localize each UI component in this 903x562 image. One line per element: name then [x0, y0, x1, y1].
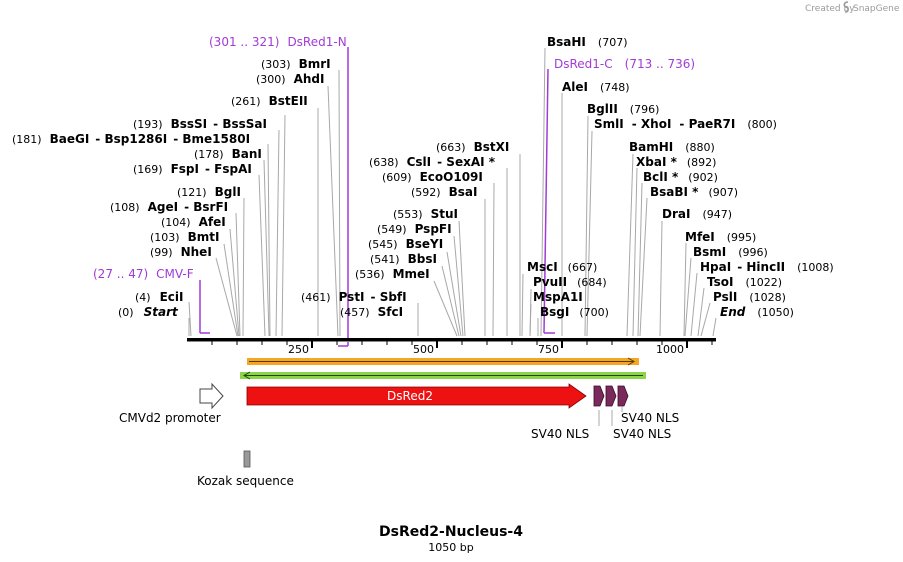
site-label: (553)StuI [393, 207, 458, 221]
primer-label: DsRed1-C(713 .. 736) [554, 57, 695, 71]
site-label: BglII(796) [587, 102, 659, 116]
ruler-label: 500 [413, 343, 434, 356]
orf-orange-arrow [247, 357, 639, 366]
site-label: BsaBI *(907) [650, 185, 738, 199]
site-label: (541)BbsI [370, 252, 437, 266]
site-label: (638)CslI- SexAI * [369, 155, 496, 169]
primer-label: (301 .. 321)DsRed1-N [209, 35, 347, 49]
sv40-nls-arrow [617, 385, 629, 407]
feature-label: CMVd2 promoter [119, 411, 221, 425]
primer-label: (27 .. 47)CMV-F [93, 267, 194, 281]
site-label: (103)BmtI [150, 230, 219, 244]
site-label: (108)AgeI- BsrFI [110, 200, 228, 214]
site-label: PslI(1028) [713, 290, 786, 304]
orf-green-arrow [240, 371, 646, 380]
site-label: BsmI(996) [693, 245, 768, 259]
site-label: DraI(947) [662, 207, 732, 221]
sequence-length: 1050 bp [428, 541, 473, 554]
site-label: (0)Start [118, 305, 179, 319]
primer-marks [199, 47, 555, 347]
site-label: (536)MmeI [355, 267, 430, 281]
site-label: (99)NheI [150, 245, 212, 259]
site-label: MspA1I [533, 290, 583, 304]
dsred2-label: DsRed2 [387, 389, 433, 403]
site-label: (169)FspI- FspAI [133, 162, 252, 176]
site-label: (609)EcoO109I [382, 170, 483, 184]
site-label: TsoI(1022) [707, 275, 782, 289]
feature-label: SV40 NLS [531, 427, 589, 441]
site-label: AleI(748) [562, 80, 630, 94]
ruler-label: 250 [288, 343, 309, 356]
dsred2-arrow [246, 383, 587, 409]
site-label: PvuII(684) [533, 275, 607, 289]
feature-label: SV40 NLS [613, 427, 671, 441]
site-label: (461)PstI- SbfI [301, 290, 407, 304]
kozak-box [243, 450, 251, 468]
site-label: (4)EciI [135, 290, 183, 304]
site-label: MscI(667) [527, 260, 597, 274]
site-label: (261)BstEII [231, 94, 308, 108]
site-label: MfeI(995) [685, 230, 756, 244]
ruler-label: 1000 [656, 343, 684, 356]
site-label: BamHI(880) [629, 140, 715, 154]
site-label: (303)BmrI [261, 57, 331, 71]
brand-name: SnapGene [853, 4, 900, 14]
sequence-ruler: 250 500 750 1000 [187, 338, 716, 356]
site-label: (457)SfcI [340, 305, 403, 319]
site-label: (193)BssSI- BssSaI [133, 117, 267, 131]
cmvd2-promoter-arrow [199, 382, 224, 410]
site-label: BclI *(902) [643, 170, 718, 184]
site-label: (104)AfeI [161, 215, 226, 229]
leader-lines [188, 47, 717, 337]
snapgene-logo-icon [843, 1, 849, 13]
site-label: (121)BglI [177, 185, 241, 199]
site-label: BsgI(700) [540, 305, 609, 319]
site-label: (545)BseYI [368, 237, 443, 251]
site-label: (181)BaeGI- Bsp1286I- Bme1580I [12, 132, 250, 146]
site-label: XbaI *(892) [636, 155, 716, 169]
site-label: (178)BanI [194, 147, 262, 161]
site-label: End(1050) [720, 305, 794, 319]
sv40-nls-arrow [605, 385, 617, 407]
site-label: HpaI- HincII(1008) [700, 260, 834, 274]
site-label: (663)BstXI [436, 140, 509, 154]
ruler-label: 750 [538, 343, 559, 356]
site-label: SmlI- XhoI- PaeR7I(800) [594, 117, 777, 131]
feature-label: SV40 NLS [621, 411, 679, 425]
sequence-title: DsRed2-Nucleus-4 [379, 524, 523, 540]
site-label: (592)BsaI [411, 185, 477, 199]
sv40-nls-arrow [593, 385, 605, 407]
site-label: BsaHI(707) [547, 35, 628, 49]
site-label: (549)PspFI [377, 222, 452, 236]
brand-prefix: Created by [805, 4, 855, 14]
site-label: (300)AhdI [256, 72, 324, 86]
feature-label: Kozak sequence [197, 474, 294, 488]
